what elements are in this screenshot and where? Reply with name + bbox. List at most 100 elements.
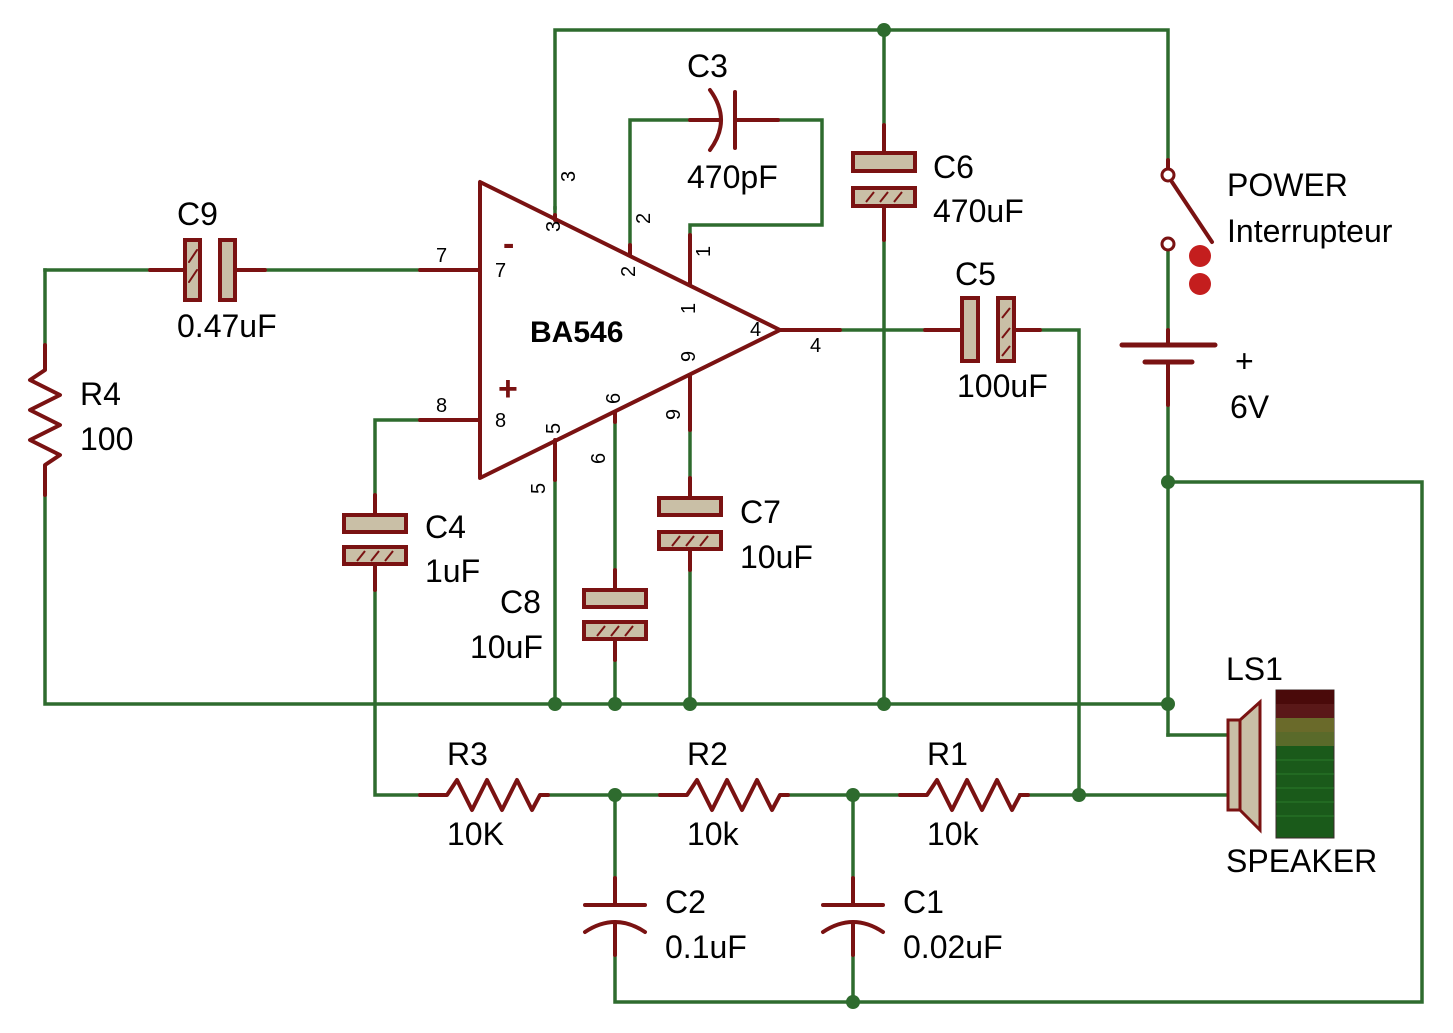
junctions [548,23,1175,1009]
capacitor-c3: C3 470pF [687,48,780,195]
pin-label-4-inner: 4 [750,319,761,341]
junction-dot [608,788,622,802]
junction-dot [1072,788,1086,802]
capacitor-c2: C2 0.1uF [583,876,747,965]
capacitor-c6: C6 470uF [851,123,1024,242]
pin-label-1-inner: 1 [678,303,700,314]
switch-lever [1170,180,1214,244]
pin-label-7-outer: 7 [436,245,447,267]
c1-ref: C1 [903,884,944,920]
pin-label-3-outer: 3 [558,171,580,182]
pin-label-4-outer: 4 [810,335,821,357]
capacitor-c4: C4 1uF [342,493,480,592]
wire-top-rail [553,28,1170,210]
junction-dot [877,23,891,37]
switch-contact-top [1160,167,1176,183]
pin-label-7-inner: 7 [495,260,506,282]
wire-c4-r3 [373,568,422,797]
pin-label-6-outer: 6 [588,453,610,464]
junction-dot [548,697,562,711]
speaker-value: SPEAKER [1226,843,1377,879]
c4-value: 1uF [425,553,480,589]
speaker-coil [1226,718,1242,812]
junction-dot [846,995,860,1009]
c9-ref: C9 [177,196,218,232]
r4-value: 100 [80,421,133,457]
c5-value: 100uF [957,368,1048,404]
c8-plate-top [582,588,648,609]
pin-label-2-inner: 2 [618,266,640,277]
c7-value: 10uF [740,539,813,575]
pin-label-2-outer: 2 [633,213,655,224]
r3-zigzag [418,778,550,812]
r1-ref: R1 [927,736,968,772]
c7-hatch [671,535,709,547]
junction-dot [1161,475,1175,489]
c5-plate-left [960,296,980,363]
r2-ref: R2 [687,736,728,772]
capacitor-c1: C1 0.02uF [821,876,1003,965]
r2-zigzag [658,778,790,812]
speaker-cone [1238,698,1262,834]
switch-state-icon [1189,273,1211,295]
wire-pin2-c3 [628,118,692,252]
resistor-r1: R1 10k [898,736,1030,852]
c8-value: 10uF [470,629,543,665]
c5-ref: C5 [955,256,996,292]
pin-label-8-inner: 8 [495,410,506,432]
capacitor-c5: C5 100uF [923,256,1048,404]
switch-contact-bottom [1160,236,1176,252]
pin-label-9-inner: 9 [678,351,700,362]
capacitor-c9: C9 0.47uF [148,196,277,344]
speaker-level-meter [1275,689,1335,839]
wire-ground-rail [43,493,1170,706]
c4-hatch [356,550,394,562]
r3-value: 10K [447,816,504,852]
junction-dot [683,697,697,711]
r2-value: 10k [687,816,740,852]
c8-hatch [596,625,634,637]
junction-dot [1161,697,1175,711]
c2-value: 0.1uF [665,929,747,965]
ic-ba546: BA546 - + 7 8 4 3 2 1 9 6 5 7 8 4 3 2 1 … [418,171,842,494]
c9-plate-left [183,238,202,302]
ic-plus-sign: + [498,370,518,408]
c7-plate-top [657,496,723,517]
c6-ref: C6 [933,149,974,185]
battery: + 6V [1119,328,1270,425]
pin-label-5-outer: 5 [528,483,550,494]
pin-label-5-inner: 5 [543,423,565,434]
r4-ref: R4 [80,376,121,412]
wire-pin8 [373,418,482,512]
resistor-r3: R3 10K [418,736,550,852]
c9-hatch [188,249,198,263]
c1-value: 0.02uF [903,929,1003,965]
capacitor-c8: C8 10uF [470,568,648,665]
r1-value: 10k [927,816,980,852]
c9-hatch [188,269,198,283]
power-switch: POWER Interrupteur [1160,158,1393,295]
c7-ref: C7 [740,494,781,530]
battery-value: 6V [1230,389,1270,425]
c5-hatch [1001,307,1011,357]
wire-c5-right [1038,328,1081,797]
r4-zigzag [28,343,62,497]
resistor-r2: R2 10k [658,736,790,852]
c6-hatch [865,191,903,203]
wire-c3-pin1 [688,118,824,285]
ic-name: BA546 [530,316,623,349]
wire-right-loop [613,480,1424,1004]
pin-label-8-outer: 8 [436,395,447,417]
c2-ref: C2 [665,884,706,920]
c9-value: 0.47uF [177,308,277,344]
junction-dot [877,697,891,711]
ic-minus-sign: - [503,225,514,263]
switch-label-line1: POWER [1227,167,1348,203]
junction-dot [846,788,860,802]
junction-dot [608,697,622,711]
c8-ref: C8 [500,584,541,620]
c4-ref: C4 [425,509,466,545]
switch-label-line2: Interrupteur [1227,213,1393,249]
r1-zigzag [898,778,1030,812]
